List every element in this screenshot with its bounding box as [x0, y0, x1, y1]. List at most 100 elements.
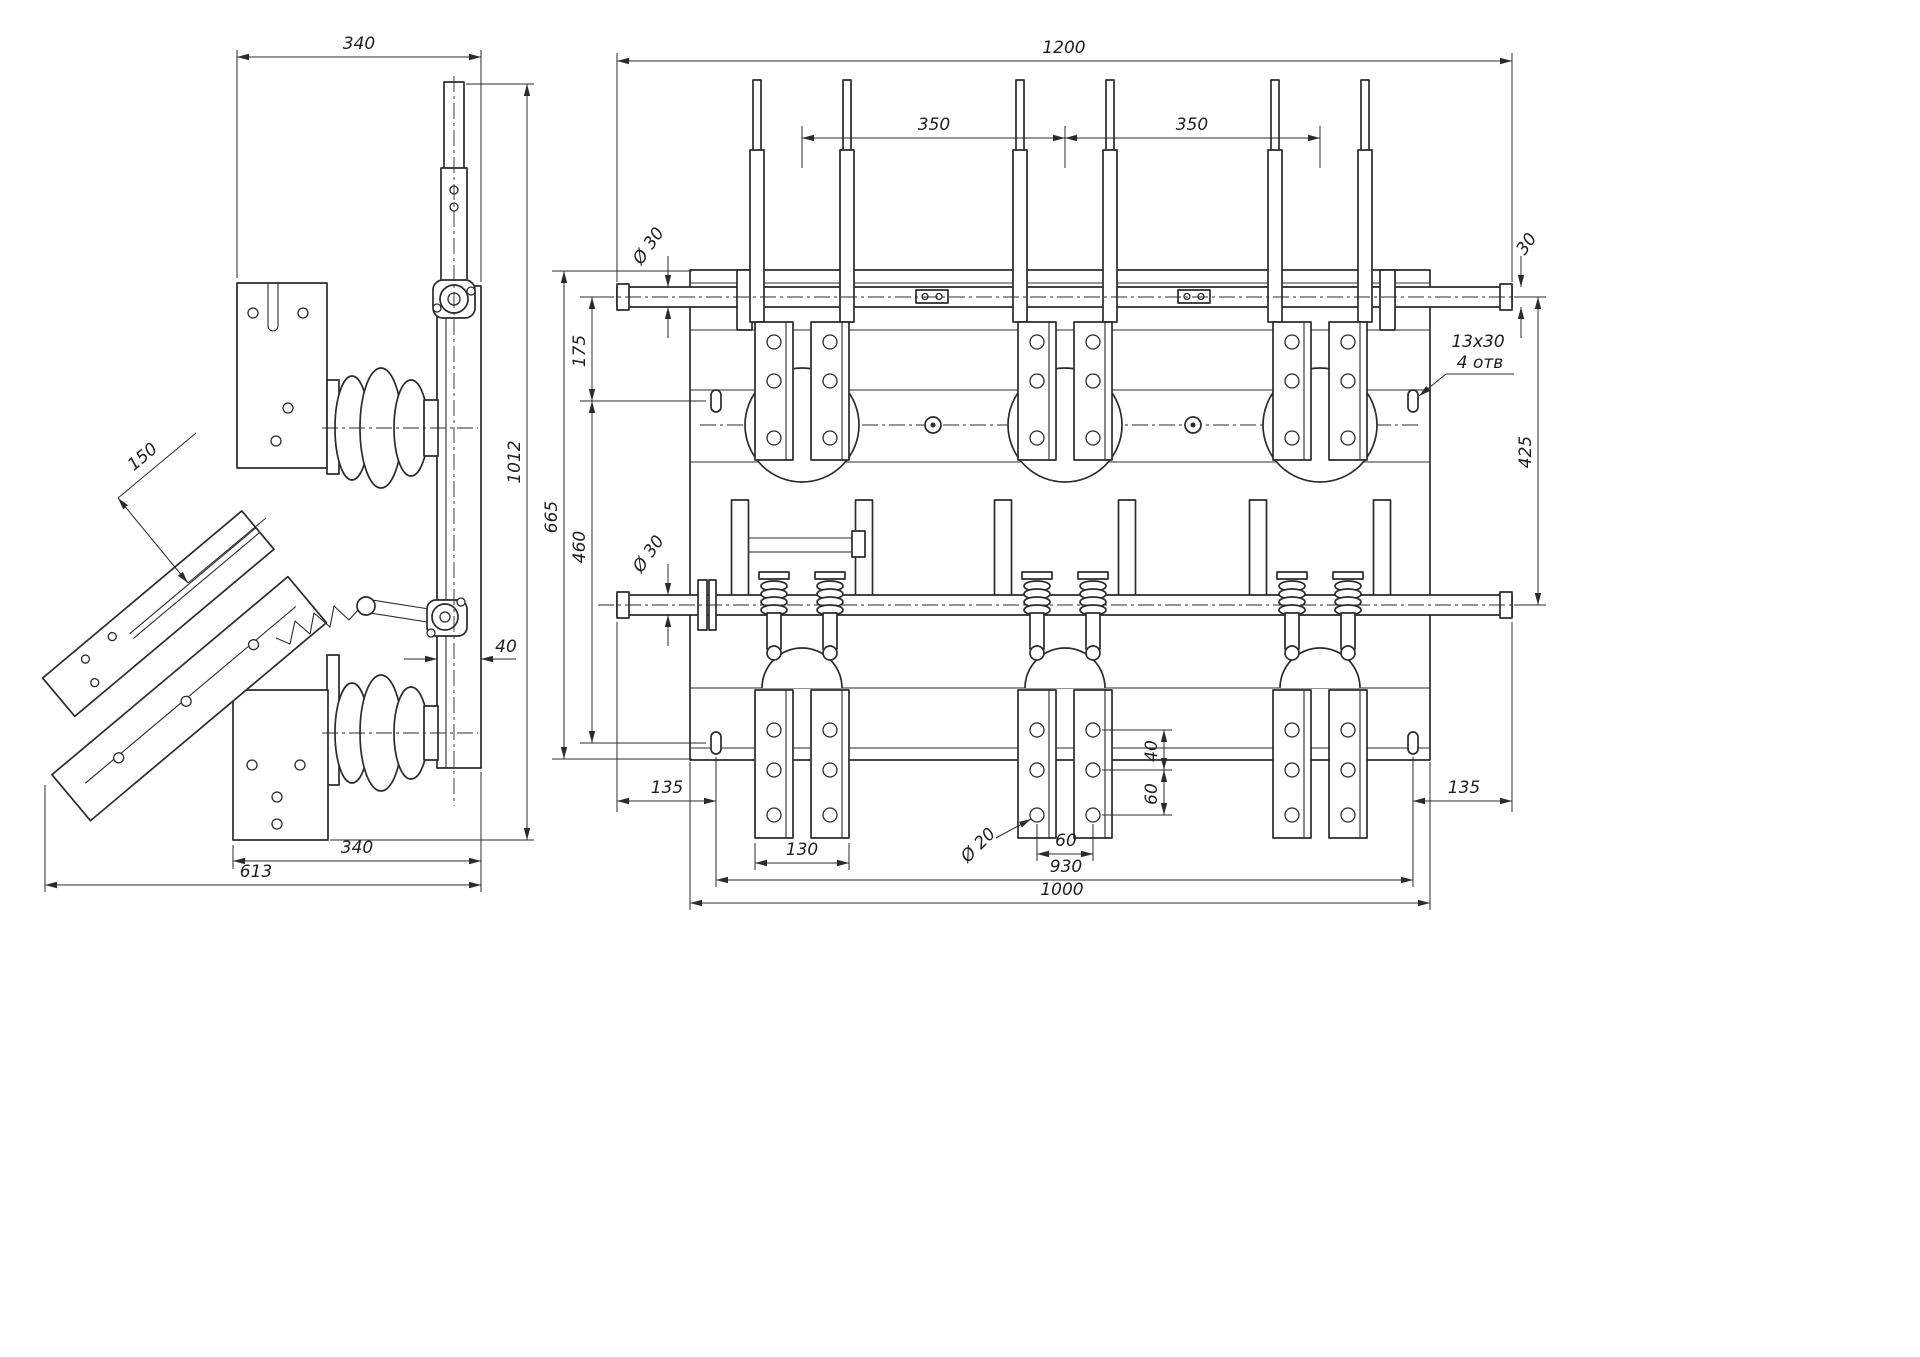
- support-column: [436, 285, 482, 769]
- extension-lines: [616, 622, 717, 812]
- mounting-slot: [710, 389, 722, 413]
- dim-label: 150: [124, 439, 162, 475]
- upper-contact-stack: [1328, 321, 1368, 461]
- upper-contact-stack: [1017, 321, 1057, 461]
- upper-block-slot: [267, 283, 279, 332]
- contact-spring: [1021, 571, 1053, 661]
- dim-dia30-lower: Ø 30: [629, 532, 672, 646]
- lower-contact-plate: [754, 689, 794, 839]
- dim-label: 60: [1055, 831, 1077, 851]
- dim-label: 665: [542, 501, 562, 533]
- dim-930: 930: [715, 757, 1414, 887]
- hinge-bracket: [1248, 499, 1268, 598]
- upper-contact-stack: [1073, 321, 1113, 461]
- hinge-bracket: [1372, 499, 1392, 598]
- dim-label: Ø 20: [956, 824, 999, 867]
- lower-contact-plate: [1017, 689, 1057, 839]
- upper-contact-stack: [754, 321, 794, 461]
- lower-contact-plate: [1073, 689, 1113, 839]
- dim-350-pair: 350 350: [801, 115, 1321, 168]
- jaw-hole: [107, 631, 117, 642]
- dim-label: 350: [918, 115, 950, 135]
- knife-blade: [749, 79, 765, 323]
- note-slot: 13x30 4 отв: [1418, 332, 1514, 397]
- dim-1000: 1000: [689, 762, 1431, 910]
- dim-label: 350: [1176, 115, 1208, 135]
- jaw-hole: [90, 677, 100, 688]
- dimensions-front-view: 1200 350 350 Ø 30 30 175 460: [542, 38, 1546, 910]
- hinge-bracket: [1117, 499, 1137, 598]
- lower-hinge-bore: [439, 611, 451, 623]
- dim-60-v: 60: [1102, 770, 1172, 816]
- dim-label: 930: [1050, 857, 1082, 877]
- dim-135-left: 135: [616, 622, 717, 812]
- tilted-jaw-slot: [129, 527, 261, 639]
- knife-blade: [1357, 79, 1373, 323]
- dimension-line: [117, 497, 189, 584]
- upper-contact-stack: [810, 321, 850, 461]
- dim-label: 1000: [1040, 880, 1083, 900]
- extension-lines: [117, 432, 267, 584]
- dim-613: 613: [44, 785, 482, 892]
- dim-label: 40: [495, 637, 517, 657]
- clevis-pin: [356, 596, 376, 616]
- clamp-bolt: [456, 597, 466, 607]
- mounting-slot: [1407, 731, 1419, 755]
- dim-40-v: 40: [1102, 729, 1172, 771]
- dim-label: 175: [570, 335, 590, 367]
- contact-spring: [814, 571, 846, 661]
- dim-label: Ø 30: [629, 532, 669, 577]
- dim-130: 130: [754, 840, 850, 870]
- shaft-bearing: [1379, 269, 1396, 331]
- dim-60-h: 60: [1036, 824, 1094, 861]
- hinge-bracket: [730, 499, 750, 598]
- slot-count-label: 4 отв: [1457, 353, 1504, 373]
- dim-label: 135: [1448, 778, 1480, 798]
- knife-blade: [1267, 79, 1283, 323]
- block-hole: [247, 307, 259, 319]
- contact-spring: [1332, 571, 1364, 661]
- dimensions-side-view: 340 1012 150 40 340 613: [44, 34, 534, 892]
- dim-1200: 1200: [616, 38, 1513, 282]
- drive-spring: [275, 605, 359, 645]
- dim-label: 340: [341, 838, 373, 858]
- block-hole: [282, 402, 294, 414]
- hinge-bracket: [993, 499, 1013, 598]
- dim-175: 175: [570, 296, 706, 402]
- tie-bar-clamp: [851, 530, 866, 558]
- centerlines: [322, 76, 478, 806]
- dim-340-bottom: 340: [232, 772, 482, 869]
- clamp-bolt: [432, 303, 442, 313]
- block-hole: [271, 818, 283, 830]
- lower-contact-plate: [1272, 689, 1312, 839]
- dim-label: 340: [343, 34, 375, 54]
- clamp-bolt: [426, 628, 436, 638]
- block-hole: [271, 791, 283, 803]
- bar-hole: [247, 639, 260, 651]
- extension-lines: [580, 296, 706, 402]
- side-view: [41, 76, 482, 841]
- contact-spring: [1276, 571, 1308, 661]
- bar-hole: [180, 695, 192, 707]
- mounting-slot: [1407, 389, 1419, 413]
- base-frame: [689, 269, 1431, 761]
- dim-label: 1200: [1042, 38, 1085, 58]
- dim-665: 665: [542, 270, 692, 760]
- leader-line: [995, 818, 1032, 839]
- dim-label: Ø 30: [629, 224, 669, 269]
- dim-dia30-upper: Ø 30: [629, 224, 672, 338]
- extension-lines: [1102, 729, 1172, 771]
- block-hole: [294, 759, 306, 771]
- dim-label: 60: [1142, 783, 1162, 805]
- contact-spring: [758, 571, 790, 661]
- dim-label: 135: [651, 778, 683, 798]
- dim-460: 460: [570, 401, 706, 744]
- tilted-blade-assembly: [41, 510, 328, 822]
- tilted-jaw-plate: [41, 510, 275, 718]
- dim-label: 40: [1142, 740, 1162, 762]
- dim-label: 130: [786, 840, 818, 860]
- leader-line: [1418, 373, 1447, 397]
- dim-label: 1012: [505, 440, 525, 483]
